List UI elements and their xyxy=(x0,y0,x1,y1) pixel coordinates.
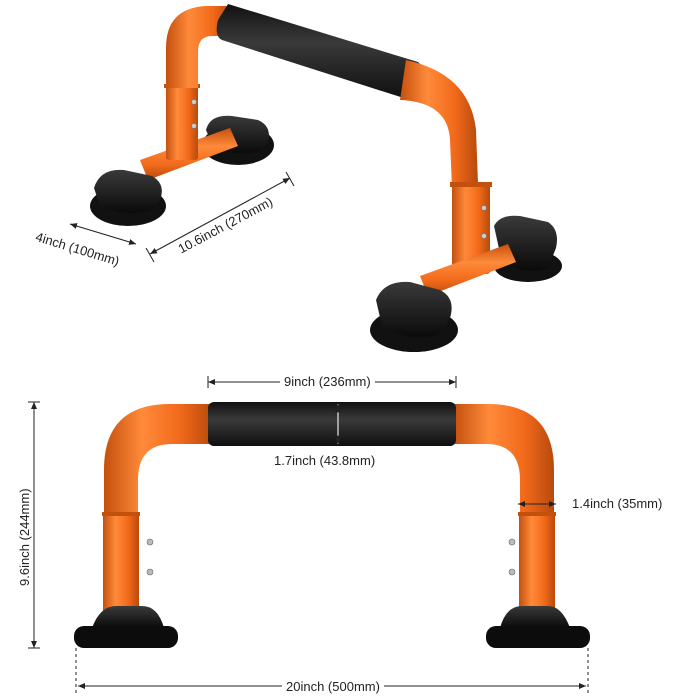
front-right-foot xyxy=(370,281,458,352)
iso-foam-grip xyxy=(216,4,423,100)
depth-dimension-line xyxy=(69,223,137,245)
right-base-tube xyxy=(420,244,516,296)
front-left-foot xyxy=(90,169,166,226)
frame-arc xyxy=(166,6,232,88)
base-length-dimension-line xyxy=(149,177,291,255)
front-right-base xyxy=(486,606,590,648)
grip-length-label: 9inch (236mm) xyxy=(280,375,375,388)
frame-right-bend xyxy=(400,60,478,188)
right-upright xyxy=(452,184,490,274)
total-width-label: 20inch (500mm) xyxy=(282,680,384,693)
front-foam-grip xyxy=(208,402,456,446)
left-upright xyxy=(166,84,198,160)
tube-diameter-label: 1.4inch (35mm) xyxy=(572,496,663,511)
front-view xyxy=(28,376,590,694)
isometric-view xyxy=(69,4,562,352)
height-label: 9.6inch (244mm) xyxy=(17,488,32,586)
grip-diameter-label: 1.7inch (43.8mm) xyxy=(274,453,376,468)
front-left-base xyxy=(74,606,178,648)
